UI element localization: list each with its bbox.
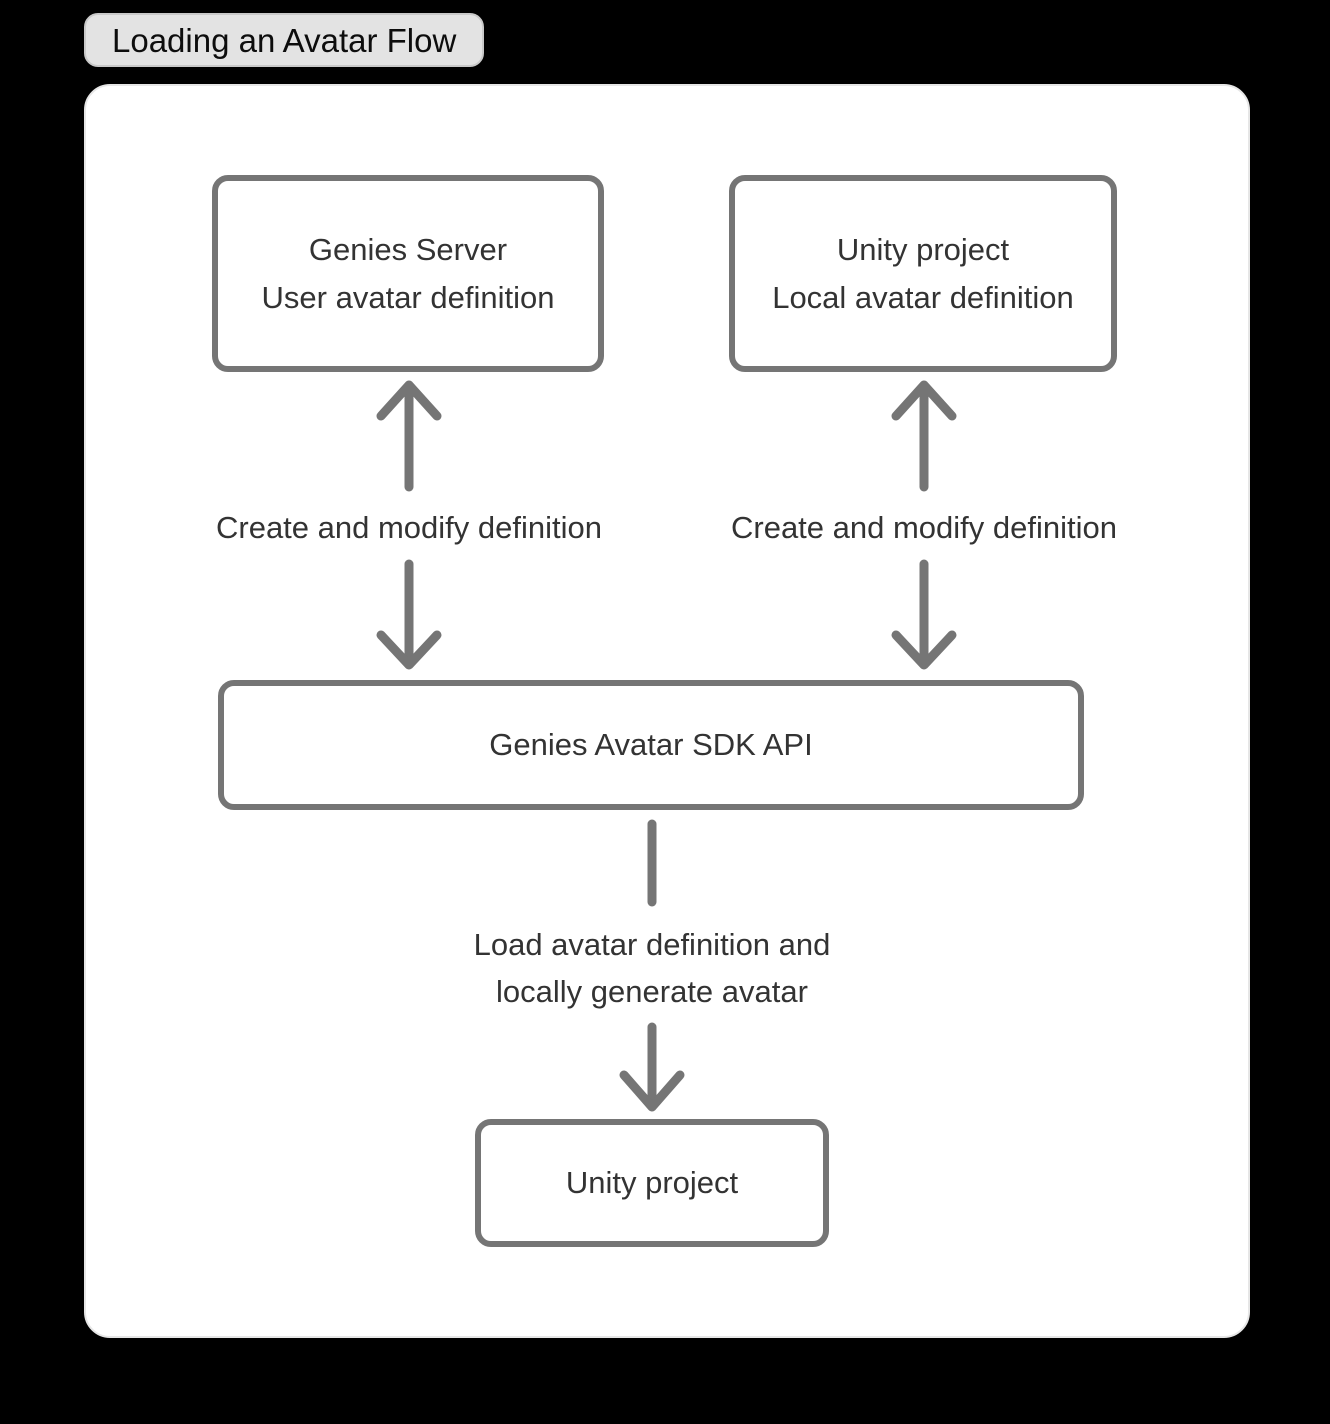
- node-unity-project-local-line2: Local avatar definition: [772, 279, 1074, 315]
- node-unity-project: Unity project: [475, 1119, 829, 1247]
- node-unity-project-line1: Unity project: [565, 1165, 739, 1200]
- edge-label-load-generate: Load avatar definition and locally gener…: [474, 921, 831, 1015]
- node-genies-avatar-sdk-api: Genies Avatar SDK API: [218, 680, 1084, 810]
- node-genies-avatar-sdk-api-line1: Genies Avatar SDK API: [489, 727, 813, 762]
- arrow-down-to-sdk-right: [891, 559, 957, 670]
- edge-label-create-modify-right: Create and modify definition: [730, 510, 1118, 545]
- node-genies-server: Genies Server User avatar definition: [212, 175, 604, 372]
- arrow-down-to-unity-project: [619, 1022, 685, 1112]
- arrow-down-to-sdk-left: [376, 559, 442, 670]
- diagram-panel: Genies Server User avatar definition Uni…: [84, 84, 1250, 1338]
- edge-label-load-generate-line2: locally generate avatar: [496, 974, 808, 1009]
- diagram-title-badge: Loading an Avatar Flow: [84, 13, 485, 67]
- arrow-up-to-genies-server: [376, 380, 442, 492]
- node-unity-project-local: Unity project Local avatar definition: [729, 175, 1117, 372]
- node-unity-project-local-line1: Unity project: [836, 231, 1010, 267]
- arrow-up-to-unity-local: [891, 380, 957, 492]
- edge-label-create-modify-left: Create and modify definition: [215, 510, 603, 545]
- node-genies-server-line2: User avatar definition: [261, 279, 555, 315]
- edge-label-load-generate-line1: Load avatar definition and: [473, 927, 831, 962]
- node-genies-server-line1: Genies Server: [308, 231, 508, 267]
